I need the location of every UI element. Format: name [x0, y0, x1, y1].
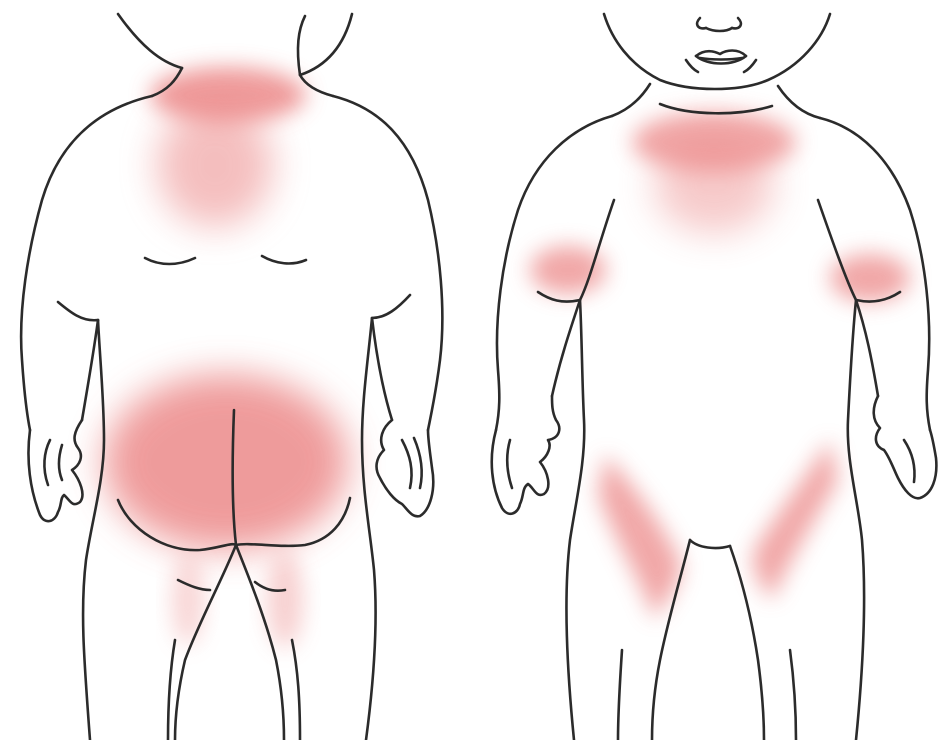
back-thigh-left-highlight	[172, 555, 204, 645]
buttocks-highlight	[104, 374, 348, 550]
back-thigh-right-highlight	[267, 552, 303, 648]
upper-back-highlight	[157, 103, 273, 227]
chest-highlight	[654, 137, 774, 233]
left-armpit-highlight	[530, 246, 606, 294]
